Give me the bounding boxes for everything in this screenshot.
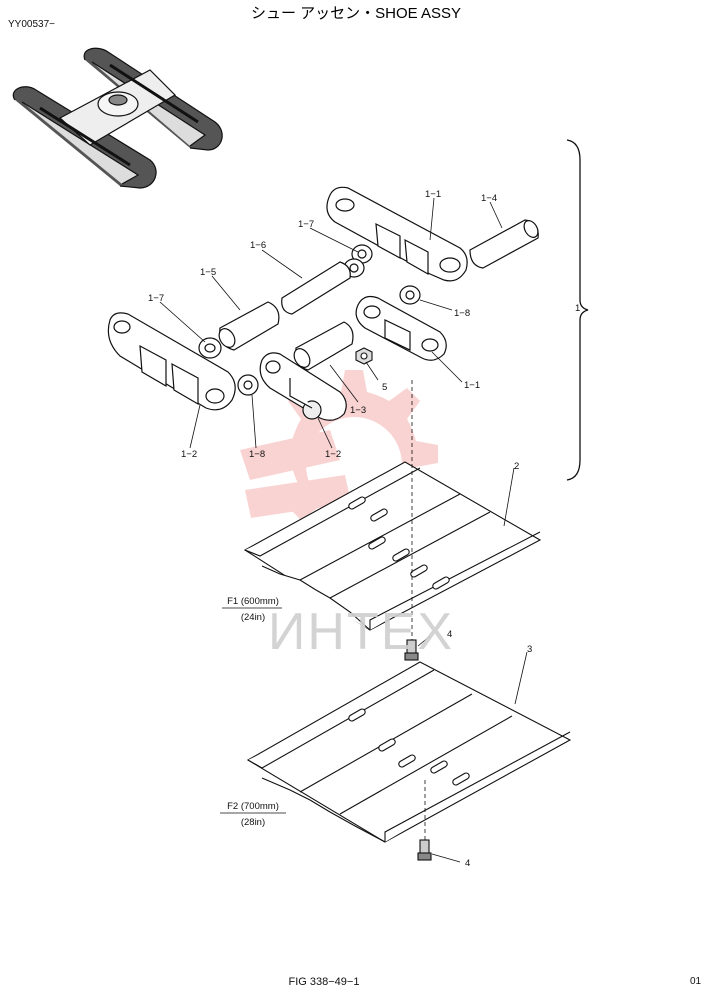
callout-1-6: 1−6 [250,240,267,251]
pin-1-4 [469,219,539,269]
spec-f2-name: F2 (700mm) [227,801,279,812]
track-assembly-thumbnail [12,47,223,189]
callout-1-1-mid: 1−1 [464,380,481,391]
assembly-bracket [566,139,589,481]
seals [198,244,421,396]
assembly-lines [411,380,426,840]
watermark-text: ИНТЕХ [268,603,455,661]
leader-lines [159,197,528,863]
callout-1-5: 1−5 [200,267,217,278]
callout-1-2-mid: 1−2 [325,449,342,460]
callout-1: 1 [575,303,581,314]
pin-1-6 [281,261,351,315]
shoe-plate-3 [246,661,572,843]
callout-4-top: 4 [447,629,453,640]
callout-2: 2 [514,461,520,472]
callout-5: 5 [382,382,388,393]
callout-1-4: 1−4 [481,193,498,204]
callout-1-7-left: 1−7 [148,293,165,304]
bolt-4-lower [417,839,432,861]
nut-5 [355,347,373,365]
callout-4-bottom: 4 [465,858,471,869]
link-upper-right [326,186,468,282]
link-mid-left [259,352,347,421]
callout-1-8-right: 1−8 [454,308,471,319]
callout-1-7-top: 1−7 [298,219,315,230]
spec-f1-name: F1 (600mm) [227,596,279,607]
shoe-plate-2 [243,461,542,631]
page-title: シュー アッセン・SHOE ASSY [250,5,462,22]
bolt-4-upper [404,639,419,661]
page-number: 01 [690,976,702,987]
bushing-1-5 [218,301,280,351]
callout-1-8-mid: 1−8 [249,449,266,460]
callout-1-3: 1−3 [350,405,367,416]
spec-f1-inch: (24in) [240,612,266,623]
link-left [107,312,236,411]
document-code: YY00537− [8,19,55,30]
figure-number: FIG 338−49−1 [288,976,360,988]
link-mid-right [355,295,447,361]
spec-f2-inch: (28in) [240,817,266,828]
bushing-1-3 [293,321,354,371]
callout-1-1-top: 1−1 [425,189,442,200]
callout-1-2-left: 1−2 [181,449,198,460]
callout-3: 3 [527,644,533,655]
